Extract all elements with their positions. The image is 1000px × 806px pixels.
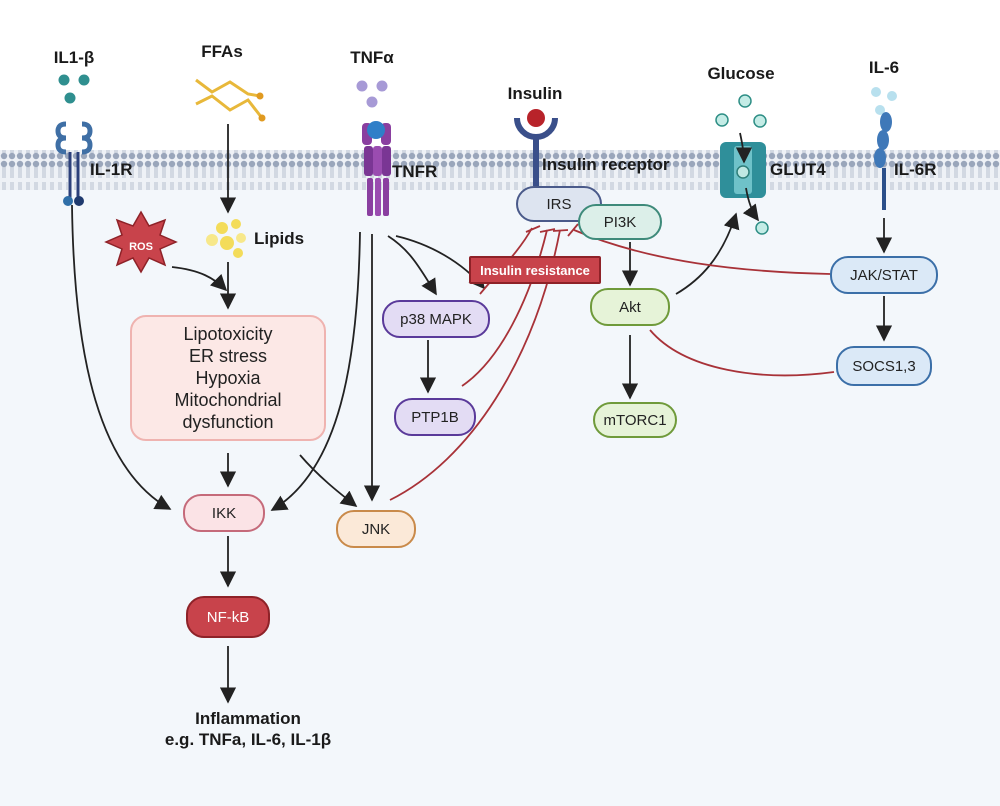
arrow-il1r-ikk [71,204,172,510]
ffa-chains-icon [195,78,266,122]
tnfr-receptor-icon [362,121,391,216]
lipid-bilayer [0,150,1000,190]
cellular-stress-box: Lipotoxicity ER stress Hypoxia Mitochond… [130,315,326,441]
glucose-molecules-icon [715,94,769,235]
jnk-node: JNK [336,510,416,548]
il1b-ligand-icon [58,74,90,104]
lipid-droplets-icon [206,219,246,258]
il1r-label: IL-1R [90,160,133,179]
ros-burst-icon [104,210,178,274]
insulin-receptor-icon [514,109,558,186]
il6r-receptor-icon [874,112,892,210]
stress-line-1: Lipotoxicity [183,324,273,344]
socs-node: SOCS1,3 [836,346,932,386]
glucose-label: Glucose [707,64,775,83]
ffas-label: FFAs [201,42,243,61]
pi3k-node: PI3K [578,204,662,240]
ikk-node: IKK [183,494,265,532]
glut4-label: GLUT4 [770,160,826,179]
arrow-ros-stress [171,266,228,292]
inhibit-ptp1b-irs [461,229,548,387]
il6-ligand-icon [871,87,897,115]
arrow-tnfr-p38 [387,235,437,296]
arrow-glucose-exit [742,187,759,222]
nfkb-node: NF-kB [186,596,270,638]
il6r-label: IL-6R [894,160,937,179]
tnfr-label: TNFR [392,162,438,181]
activation-arrows [71,124,893,704]
insulin-receptor-label: Insulin receptor [542,155,670,174]
stress-line-5: dysfunction [182,412,274,432]
stress-line-4: Mitochondrial [174,390,282,410]
mtorc1-node: mTORC1 [593,402,677,438]
inflammation-outcome: Inflammation e.g. TNFa, IL-6, IL-1β [165,708,331,750]
arrow-stress-jnk [299,454,358,507]
inhibit-socs-akt [649,329,835,377]
ptp1b-node: PTP1B [394,398,476,436]
stress-line-3: Hypoxia [195,368,261,388]
insulin-label: Insulin [507,84,563,103]
tnfa-label: TNFα [350,48,394,67]
ros-label: ROS [129,241,153,253]
akt-node: Akt [590,288,670,326]
lipids-label: Lipids [254,229,305,248]
arrow-glucose-entry [735,132,753,164]
arrow-tnfr-ikk [270,231,361,511]
stress-line-2: ER stress [188,346,267,366]
outcome-examples: e.g. TNFa, IL-6, IL-1β [164,730,332,749]
tnfa-ligand-icon [356,80,388,108]
p38-mapk-node: p38 MAPK [382,300,490,338]
il1r-receptor-icon [55,121,93,206]
insulin-resistance-badge: Insulin resistance [469,256,601,284]
inhibit-jakstat-irs [573,229,831,275]
il6-label: IL-6 [868,58,900,77]
il1b-label: IL1-β [53,48,95,67]
jakstat-node: JAK/STAT [830,256,938,294]
outcome-title: Inflammation [195,709,301,728]
